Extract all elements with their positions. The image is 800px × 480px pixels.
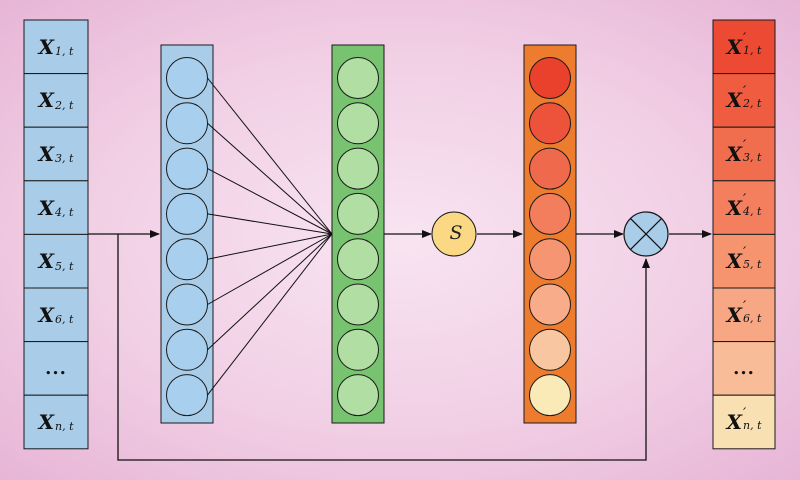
output-layer-node	[529, 328, 571, 371]
connection-line	[207, 77, 333, 235]
input-layer-node	[166, 57, 208, 99]
input-layer-node	[166, 102, 208, 145]
output-layer-node	[529, 374, 571, 417]
output-layer-node	[529, 102, 571, 145]
output-cell	[712, 126, 776, 182]
hidden-layer-node	[337, 238, 379, 281]
connection-line	[207, 233, 333, 305]
output-cell	[712, 287, 776, 343]
input-cell	[23, 180, 89, 235]
output-layer-node	[529, 238, 571, 281]
sigmoid-node	[431, 211, 477, 257]
input-cell	[23, 19, 89, 75]
output-cell	[712, 341, 776, 396]
hidden-layer-node	[337, 102, 379, 145]
hidden-layer-node	[337, 57, 379, 99]
input-cell	[23, 394, 89, 450]
output-layer-node	[529, 147, 571, 190]
output-layer-node	[529, 283, 571, 326]
input-layer-node	[166, 147, 208, 190]
input-cell	[23, 233, 89, 289]
input-layer-node	[166, 192, 208, 235]
connection-line	[207, 168, 333, 235]
input-layer-node	[166, 238, 208, 281]
connection-line	[207, 233, 333, 351]
input-cell	[23, 73, 89, 128]
input-layer-node	[166, 328, 208, 371]
hidden-layer-node	[337, 374, 379, 417]
connection-line	[207, 233, 333, 396]
connection-line	[207, 233, 333, 260]
input-layer-node	[166, 374, 208, 417]
hidden-layer-node	[337, 192, 379, 235]
output-cell	[712, 233, 776, 289]
output-cell	[712, 394, 776, 450]
input-cell	[23, 287, 89, 343]
skip-connection-arrow	[117, 234, 650, 461]
hidden-layer-node	[337, 147, 379, 190]
hidden-layer-node	[337, 328, 379, 371]
hidden-layer-node	[337, 283, 379, 326]
output-cell	[712, 19, 776, 75]
input-cell	[23, 341, 89, 396]
multiply-cross-line	[630, 218, 662, 250]
input-cell	[23, 126, 89, 182]
output-cell	[712, 73, 776, 128]
connection-line	[207, 122, 333, 235]
input-layer-node	[166, 283, 208, 326]
sigmoid-label: S	[449, 222, 463, 244]
connection-line	[207, 213, 333, 235]
output-layer-node	[529, 57, 571, 99]
output-layer-node	[529, 192, 571, 235]
output-cell	[712, 180, 776, 235]
